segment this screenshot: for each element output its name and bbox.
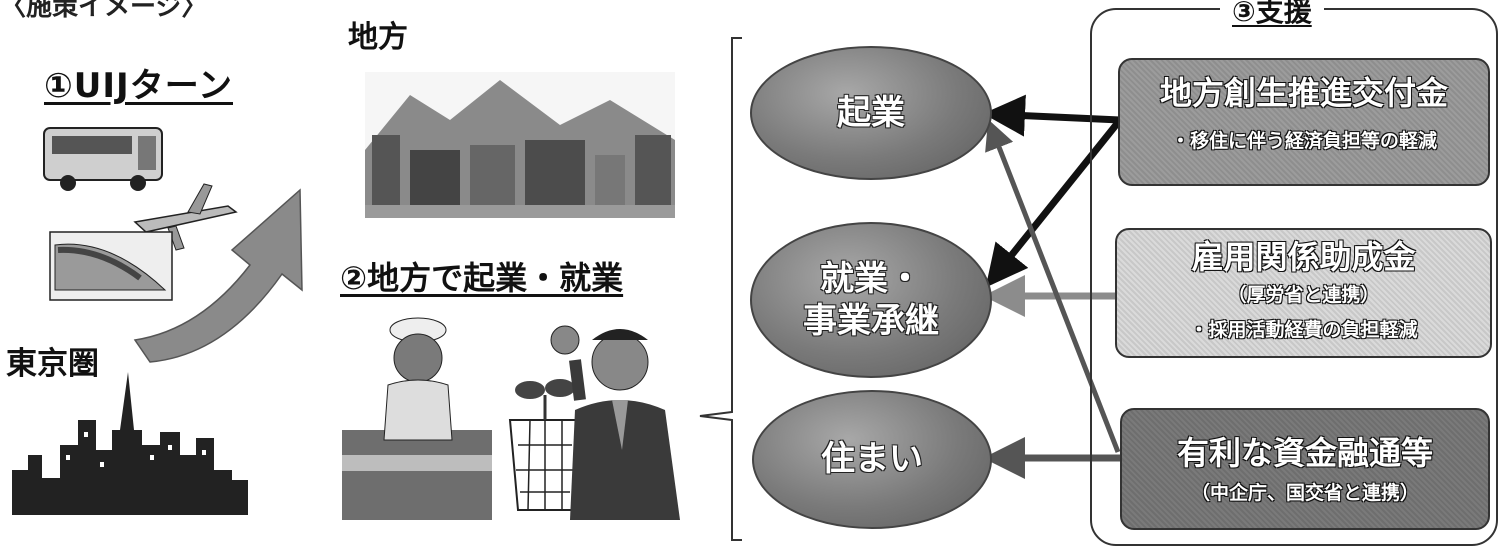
employment-subsidy-note: （厚労省と連携） bbox=[1227, 284, 1380, 307]
bullet-train-icon bbox=[49, 231, 173, 301]
oval-startup: 起業 bbox=[750, 46, 992, 180]
uij-turn-heading: ①UIJターン bbox=[44, 66, 233, 106]
arrow-grant-to-employment bbox=[985, 117, 1123, 288]
oval-employment: 就業・ 事業承継 bbox=[750, 222, 992, 378]
support-box-employment-subsidy: 雇用関係助成金 （厚労省と連携） ・採用活動経費の負担軽減 bbox=[1115, 228, 1492, 358]
regional-grant-title: 地方創生推進交付金 bbox=[1159, 74, 1448, 112]
region-heading: 地方 bbox=[348, 20, 408, 55]
support-box-finance: 有利な資金融通等 （中企庁、国交省と連携） bbox=[1120, 408, 1490, 530]
finance-note: （中企庁、国交省と連携） bbox=[1190, 482, 1419, 505]
arrow-finance-to-startup bbox=[985, 119, 1121, 453]
support-heading: ③支援 bbox=[1220, 0, 1324, 30]
tokyo-skyline-icon bbox=[12, 372, 248, 515]
grouping-brace bbox=[699, 37, 742, 541]
chef-icon bbox=[342, 317, 492, 520]
regional-grant-sub: ・移住に伴う経済負担等の軽減 bbox=[1170, 130, 1437, 153]
oval-startup-label: 起業 bbox=[837, 92, 905, 133]
mountain-town-icon bbox=[365, 72, 675, 218]
region-start-heading: ②地方で起業・就業 bbox=[340, 259, 624, 297]
sprout-pot-icon bbox=[508, 379, 582, 511]
up-arrow-icon bbox=[133, 188, 303, 363]
oval-employment-line1: 就業・ bbox=[820, 258, 922, 299]
arrow-grant-to-startup bbox=[983, 94, 1121, 137]
tokyo-heading: 東京圏 bbox=[6, 346, 99, 382]
top-heading: 〈施策イメージ〉 bbox=[0, 0, 208, 22]
bus-icon bbox=[43, 127, 163, 191]
finance-title: 有利な資金融通等 bbox=[1176, 434, 1433, 472]
support-box-regional-grant: 地方創生推進交付金 ・移住に伴う経済負担等の軽減 bbox=[1118, 58, 1490, 186]
airplane-icon bbox=[133, 183, 238, 251]
employment-subsidy-title: 雇用関係助成金 bbox=[1191, 238, 1416, 276]
businessman-icon bbox=[550, 325, 680, 520]
employment-subsidy-sub: ・採用活動経費の負担軽減 bbox=[1189, 319, 1418, 342]
oval-housing-label: 住まい bbox=[821, 439, 923, 480]
oval-employment-line2: 事業承継 bbox=[803, 301, 939, 341]
oval-housing: 住まい bbox=[752, 390, 992, 529]
